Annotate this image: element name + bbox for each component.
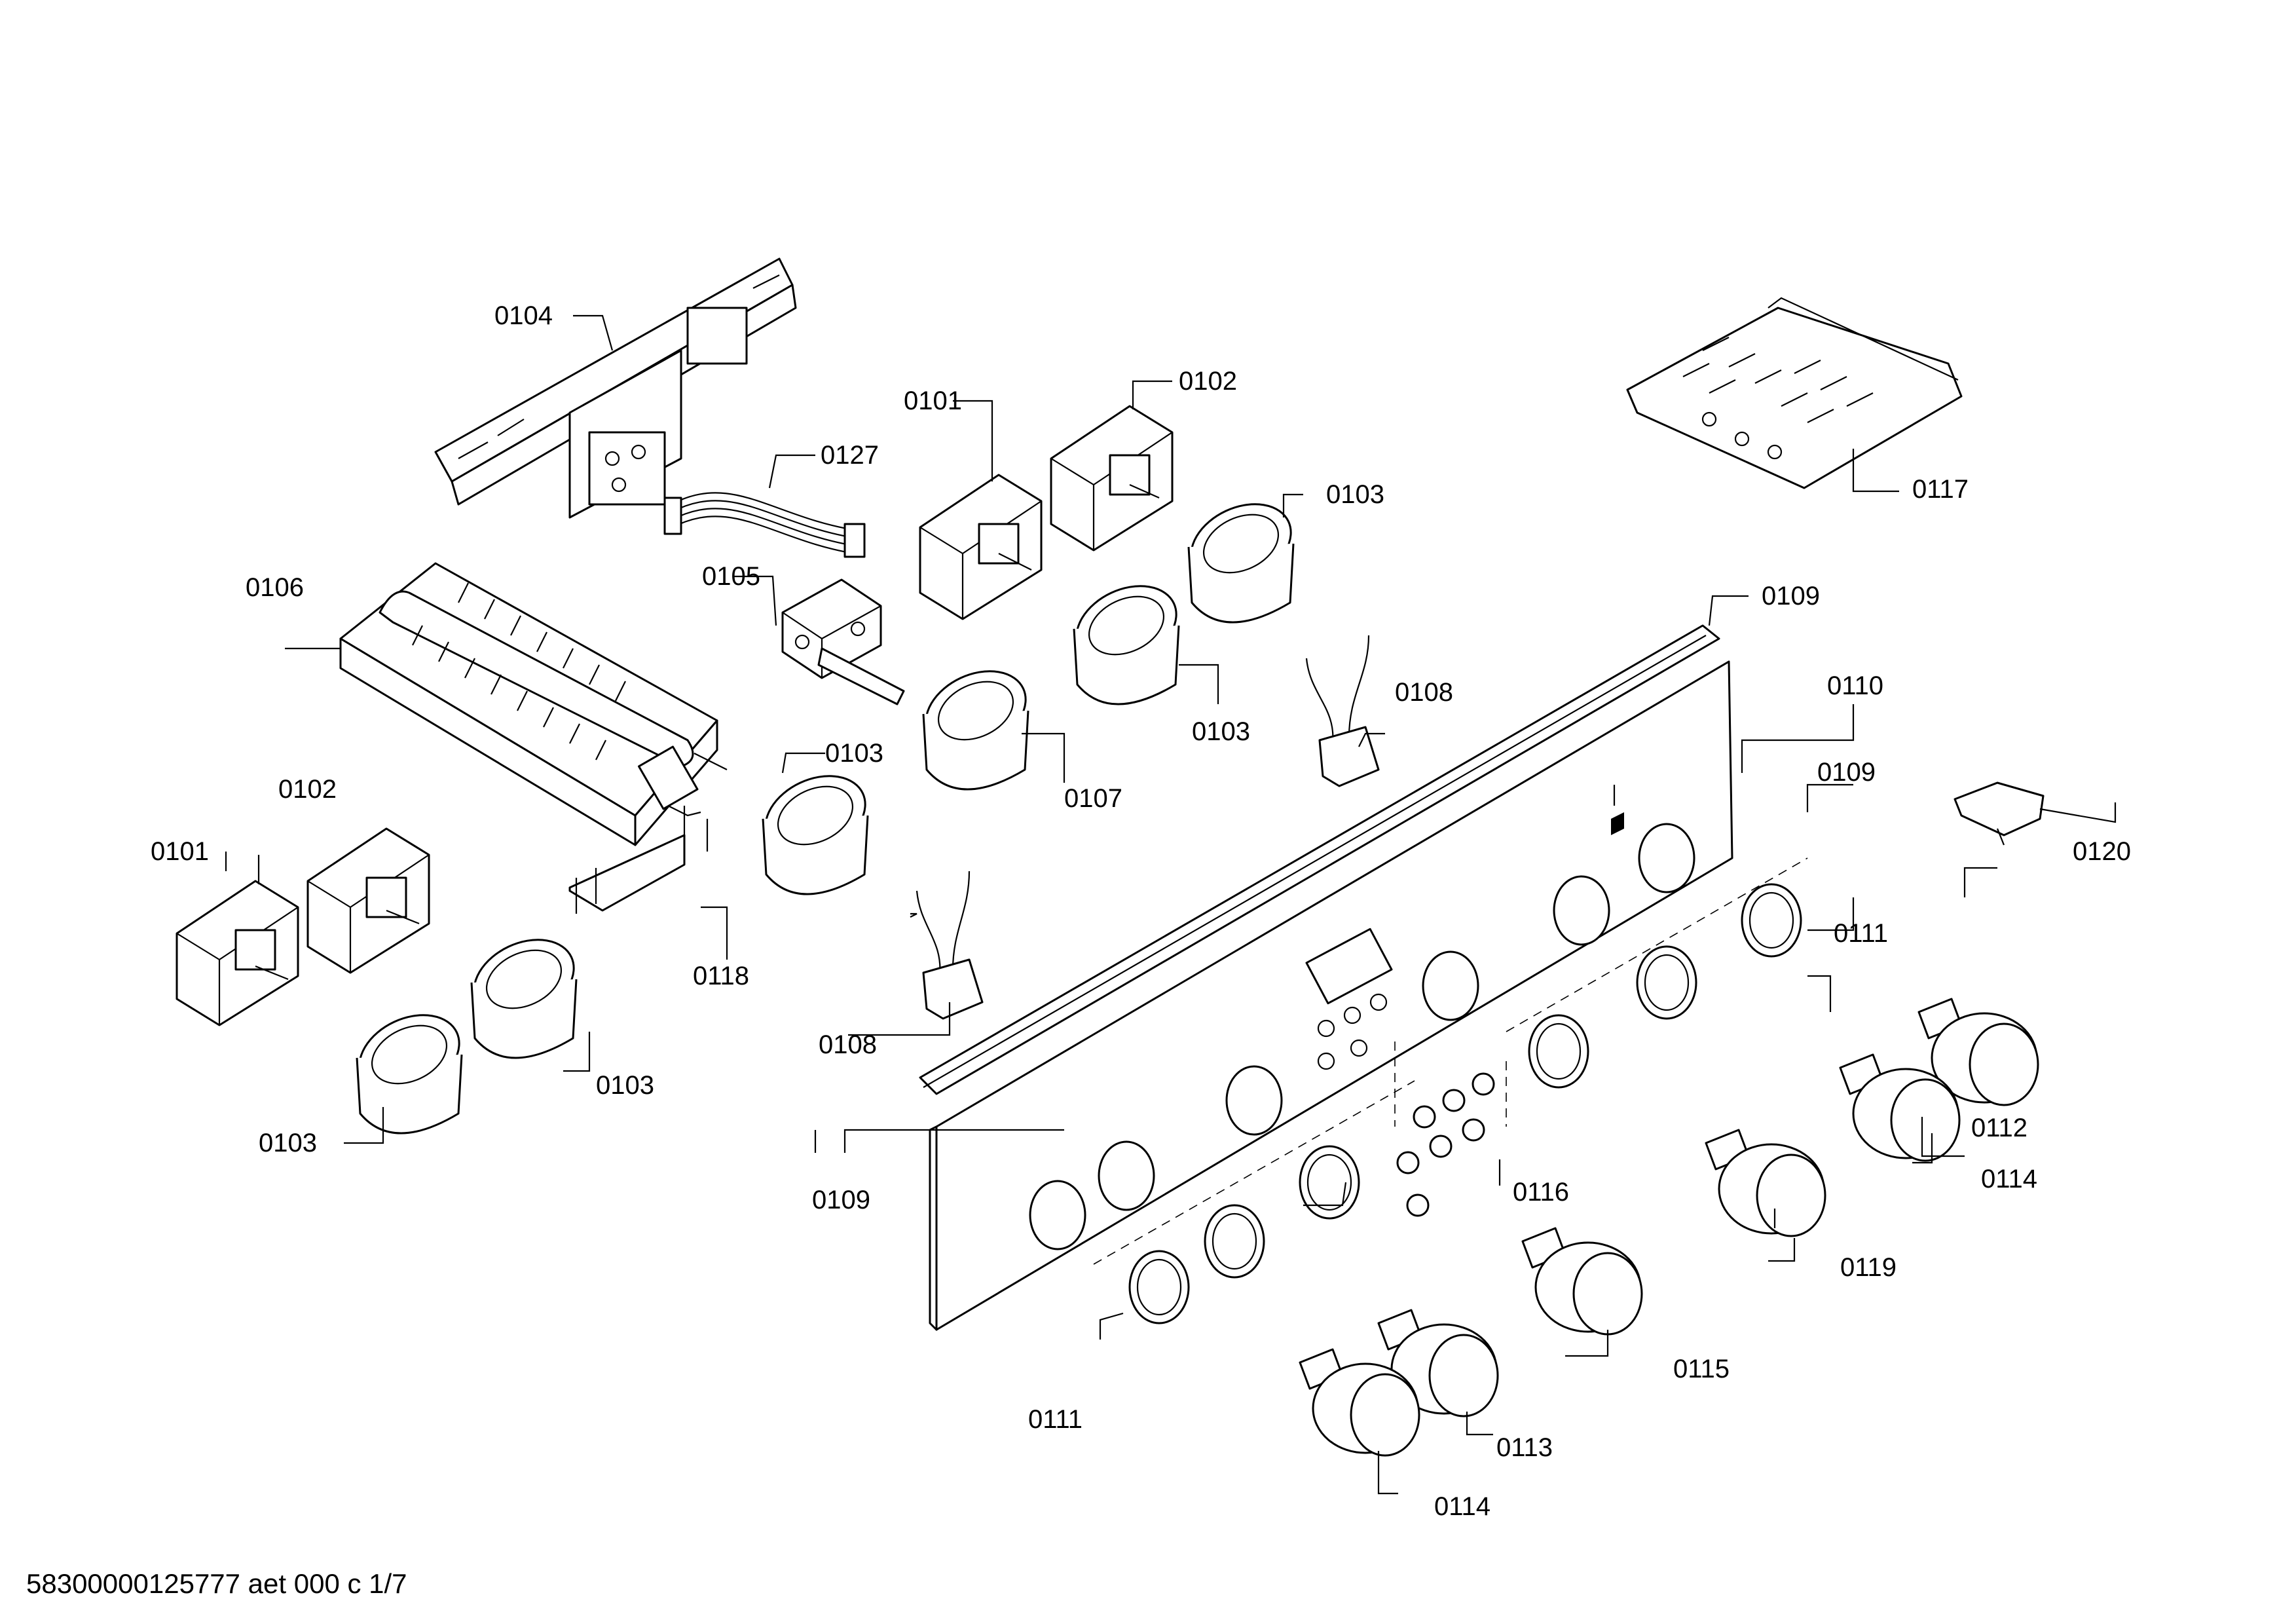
- label-0115: 0115: [1673, 1355, 1730, 1383]
- label-0103-c: 0103: [825, 739, 883, 768]
- part-0102-lower-drawing: [306, 827, 430, 974]
- label-0107: 0107: [1064, 784, 1122, 813]
- part-0103-drawing-b: [1073, 585, 1180, 705]
- part-0103-drawing-e: [356, 1014, 463, 1135]
- part-0114-knob-drawing-b: [1299, 1348, 1420, 1457]
- part-0117-screw-bag-drawing: [1626, 297, 1963, 489]
- label-0103-b: 0103: [1192, 717, 1250, 746]
- part-0104-drawing: [434, 257, 797, 519]
- part-0101-upper-drawing: [919, 474, 1043, 620]
- part-0127-drawing: [663, 492, 866, 558]
- label-0102-upper: 0102: [1179, 367, 1237, 396]
- label-0114-right: 0114: [1981, 1165, 2037, 1193]
- part-0103-drawing-d: [470, 939, 578, 1059]
- label-0102-lower: 0102: [278, 775, 337, 804]
- part-0112-knob-drawing: [1917, 998, 2039, 1106]
- part-0108-drawing-lower: [916, 871, 984, 1020]
- label-0118: 0118: [693, 962, 749, 990]
- part-0101-lower-drawing: [176, 880, 299, 1026]
- leader-lines: [225, 314, 2117, 1495]
- part-0109-strip-drawing: [919, 624, 1720, 1095]
- part-0120-clip-drawing: [1953, 781, 2045, 846]
- label-0111-right: 0111: [1834, 919, 1888, 948]
- label-0117: 0117: [1912, 475, 1969, 504]
- part-0108-drawing-upper: [1305, 635, 1380, 787]
- part-0107-drawing: [922, 670, 1029, 791]
- footer-document-code: 58300000125777 aet 000 c 1/7: [26, 1568, 407, 1599]
- label-0101-lower: 0101: [151, 837, 209, 866]
- label-0103-d: 0103: [596, 1071, 654, 1100]
- part-0111-rings-drawing: [1093, 857, 1808, 1324]
- part-0110-panel-drawing: [929, 660, 1733, 1331]
- part-0106-drawing: [339, 562, 728, 846]
- label-0109-bottom: 0109: [812, 1186, 870, 1214]
- label-0119: 0119: [1840, 1253, 1897, 1282]
- part-0115-knob-drawing: [1521, 1227, 1643, 1336]
- part-labels: 0104 0101 0102 0127 0103 0105 0106 0109 …: [151, 301, 2131, 1521]
- label-0103-e: 0103: [259, 1129, 317, 1157]
- part-0113-knob-drawing: [1377, 1309, 1499, 1417]
- part-0103-drawing-c: [762, 775, 869, 895]
- part-0118-drawing: [568, 805, 709, 914]
- label-0120: 0120: [2073, 837, 2131, 866]
- label-0103-a: 0103: [1326, 480, 1384, 509]
- label-0116: 0116: [1513, 1178, 1569, 1207]
- part-0103-drawing-a: [1187, 503, 1295, 624]
- label-0127: 0127: [821, 441, 879, 470]
- label-0108-lower: 0108: [819, 1030, 877, 1059]
- label-0111-left: 0111: [1028, 1405, 1083, 1434]
- label-0112: 0112: [1971, 1114, 2028, 1142]
- label-0110: 0110: [1827, 671, 1883, 700]
- part-0102-upper-drawing: [1050, 405, 1174, 552]
- label-0114-bottom: 0114: [1434, 1492, 1491, 1521]
- label-0108-upper: 0108: [1395, 678, 1453, 707]
- label-0104: 0104: [494, 301, 553, 330]
- label-0105: 0105: [702, 562, 760, 591]
- label-0106: 0106: [246, 573, 304, 602]
- label-0109-mid: 0109: [1817, 758, 1876, 787]
- part-0119-knob-drawing: [1705, 1129, 1826, 1237]
- part-0105-drawing: [781, 578, 905, 705]
- part-0116-buttons-drawing: [1396, 1072, 1495, 1217]
- label-0113: 0113: [1496, 1433, 1553, 1462]
- label-0101-upper: 0101: [904, 386, 962, 415]
- label-0109-top: 0109: [1762, 582, 1820, 610]
